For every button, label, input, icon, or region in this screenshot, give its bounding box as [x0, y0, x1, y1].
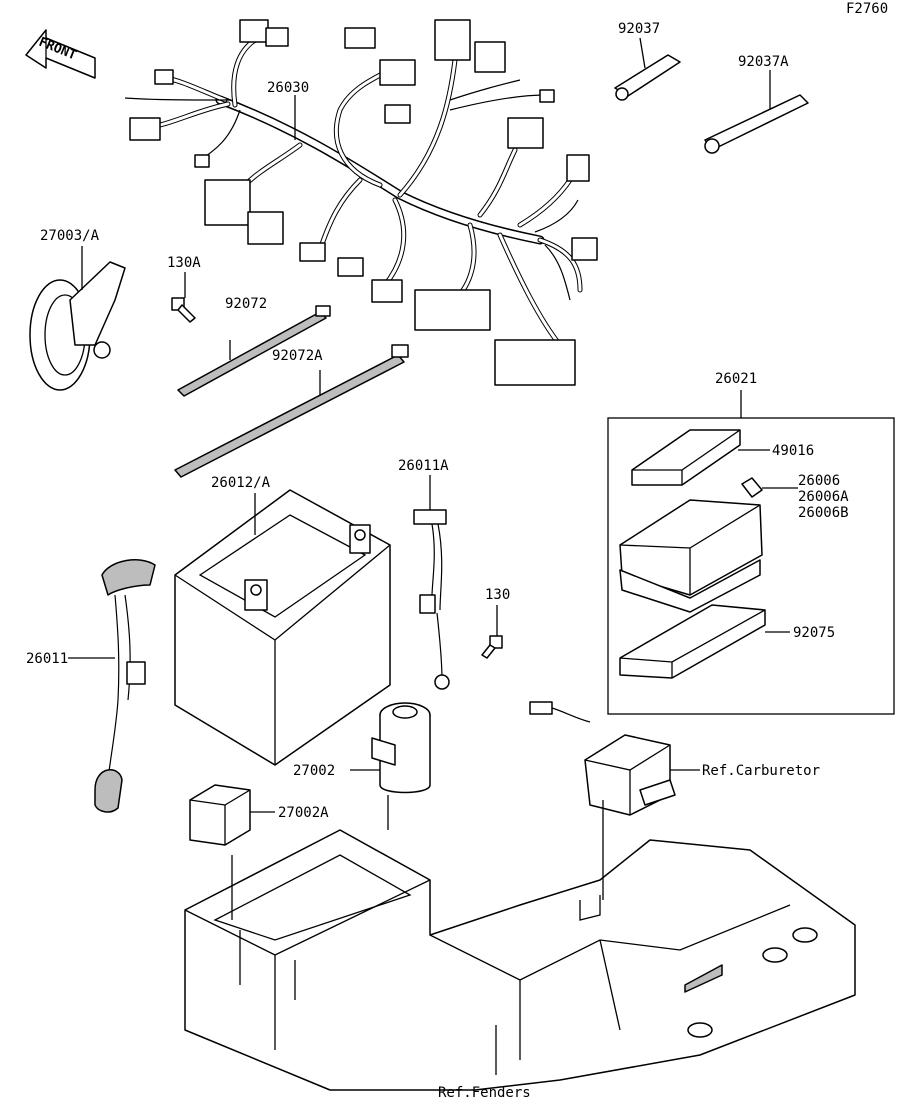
battery-lead-26011a: [413, 475, 450, 690]
label-92072a: 92072A: [272, 348, 323, 364]
label-92075: 92075: [793, 625, 835, 641]
bolt-130: [481, 605, 503, 659]
cable-tie-92072: [177, 305, 331, 397]
fuse-box-assembly: [607, 390, 895, 715]
label-130: 130: [485, 587, 510, 603]
label-26011: 26011: [26, 651, 68, 667]
horn: [29, 246, 126, 391]
label-26021: 26021: [715, 371, 757, 387]
label-49016: 49016: [772, 443, 814, 459]
label-92072: 92072: [225, 296, 267, 312]
battery-case-tray: [184, 829, 856, 1091]
label-26030: 26030: [267, 80, 309, 96]
label-27002: 27002: [293, 763, 335, 779]
bolt-130a: [171, 272, 196, 323]
relay-27002a: [189, 784, 275, 846]
band-92037a: [704, 70, 809, 154]
label-27003a: 27003/A: [40, 228, 100, 244]
label-ref-fenders: Ref.Fenders: [438, 1085, 531, 1101]
label-27002a: 27002A: [278, 805, 329, 821]
figure-code: F2760: [846, 1, 888, 17]
label-26012a: 26012/A: [211, 475, 271, 491]
label-26011a: 26011A: [398, 458, 449, 474]
label-ref-carburetor: Ref.Carburetor: [702, 763, 820, 779]
label-92037: 92037: [618, 21, 660, 37]
battery: [174, 489, 391, 766]
battery-lead-26011: [68, 559, 156, 813]
label-26006b: 26006B: [798, 505, 849, 521]
ignitor-module: [529, 701, 700, 816]
front-arrow-icon: FRONT: [25, 29, 96, 79]
wiring-harness: [124, 19, 598, 386]
band-92037: [614, 37, 681, 101]
label-26006a: 26006A: [798, 489, 849, 505]
cable-tie-92072a: [174, 344, 409, 478]
label-130a: 130A: [167, 255, 201, 271]
relay-27002: [350, 702, 431, 794]
label-92037a: 92037A: [738, 54, 789, 70]
label-26006: 26006: [798, 473, 840, 489]
